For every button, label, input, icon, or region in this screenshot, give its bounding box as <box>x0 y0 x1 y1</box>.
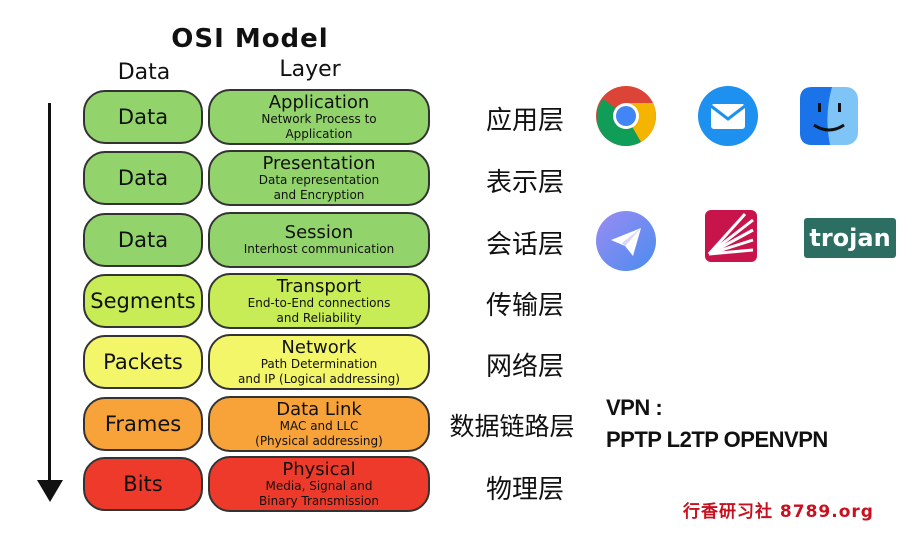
striped-app-icon <box>705 210 757 262</box>
finder-icon <box>798 85 860 147</box>
vpn-protocols: PPTP L2TP OPENVPN <box>606 427 828 452</box>
layer-description: Network Process to <box>261 111 377 126</box>
data-unit-pill: Segments <box>83 274 203 328</box>
layer-description: Path Determination <box>260 356 378 371</box>
layer-column-header: Layer <box>279 57 341 82</box>
trojan-label: trojan <box>809 224 891 252</box>
layer-description-line2: and Encryption <box>273 187 365 202</box>
data-unit-pill: Data <box>83 90 203 144</box>
layer-description: Media, Signal and <box>265 478 373 493</box>
data-column-header: Data <box>117 60 171 85</box>
data-unit-label: Data <box>117 105 169 129</box>
layer-description: Data representation <box>258 172 380 187</box>
data-unit-label: Bits <box>123 472 163 496</box>
chinese-layer-name: 会话层 <box>485 230 564 260</box>
data-unit-pill: Data <box>83 213 203 267</box>
layer-description: MAC and LLC <box>279 418 359 433</box>
chinese-layer-name: 数据链路层 <box>449 412 575 441</box>
layer-description: Interhost communication <box>243 242 395 256</box>
direction-arrow-head <box>37 480 63 502</box>
diagram-title: OSI Model <box>171 24 329 54</box>
layer-name: Session <box>284 222 354 243</box>
data-unit-pill: Packets <box>83 335 203 389</box>
layer-name: Application <box>268 91 370 113</box>
layer-description: End-to-End connections <box>247 295 391 310</box>
data-unit-label: Packets <box>103 350 183 374</box>
vpn-label: VPN : <box>606 395 663 420</box>
trojan-icon: trojan <box>804 218 896 258</box>
chinese-layer-name: 物理层 <box>485 475 564 505</box>
data-unit-pill: Bits <box>83 457 203 511</box>
direction-arrow-line <box>48 103 51 493</box>
chinese-layer-name: 传输层 <box>485 291 564 321</box>
layer-description-line2: Binary Transmission <box>259 493 379 508</box>
data-unit-label: Frames <box>104 412 182 436</box>
data-unit-label: Data <box>117 166 169 190</box>
layer-name: Transport <box>276 275 362 297</box>
data-unit-pill: Frames <box>83 397 203 451</box>
mail-icon <box>697 85 759 147</box>
data-unit-pill: Data <box>83 151 203 205</box>
layer-name: Presentation <box>262 152 376 174</box>
layer-description-line2: and IP (Logical addressing) <box>238 371 400 386</box>
chrome-icon <box>595 85 657 147</box>
layer-name: Data Link <box>276 398 362 420</box>
telegram-icon <box>595 210 657 272</box>
data-unit-label: Data <box>117 228 169 252</box>
chinese-layer-name: 表示层 <box>485 168 564 198</box>
chinese-layer-name: 应用层 <box>485 106 564 136</box>
layer-description-line2: Application <box>285 126 353 141</box>
layer-name: Network <box>281 336 357 358</box>
chinese-layer-name: 网络层 <box>485 352 564 382</box>
data-unit-label: Segments <box>90 289 196 313</box>
layer-name: Physical <box>282 458 356 480</box>
layer-description-line2: and Reliability <box>276 310 362 325</box>
layer-description-line2: (Physical addressing) <box>255 433 383 448</box>
watermark: 行香研习社 8789.org <box>683 502 874 522</box>
